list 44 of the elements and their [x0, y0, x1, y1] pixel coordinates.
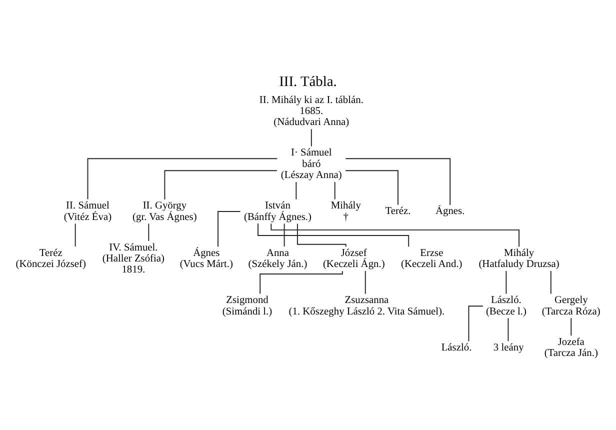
node-text: István (Bánffy Ágnes.) — [244, 200, 312, 222]
node-text: Ágnes (Vucs Márt.) — [180, 247, 233, 270]
node-text: Erzse (Keczeli And.) — [401, 247, 462, 270]
connector — [310, 128, 312, 146]
node-text: Teréz (Könczei József) — [16, 247, 86, 270]
node-text: József (Keczeli Ágn.) — [322, 247, 385, 270]
node-text: 3 leány — [493, 342, 524, 353]
connector — [364, 270, 366, 294]
connector — [296, 181, 297, 200]
node-text: Teréz. — [385, 206, 411, 217]
node-text: I· Sámuel báró (Lészay Anna) — [280, 147, 342, 181]
node-text: II. György (gr. Vas Ágnes) — [132, 200, 197, 222]
connector — [334, 181, 336, 200]
connector — [345, 170, 398, 205]
connector — [164, 170, 278, 200]
node-text: II. Mihály ki az I. táblán. 1685. (Nádudvari Anna) — [259, 94, 364, 128]
node-text: Anna (Székely Ján.) — [248, 247, 308, 270]
connector — [270, 222, 520, 247]
connector — [74, 222, 76, 246]
node-text: Mihály (Hatfaludy Druzsa) — [478, 247, 560, 270]
connector — [148, 222, 150, 241]
node-text: Jozefa (Tarcza Ján.) — [544, 336, 598, 359]
connector — [218, 210, 241, 247]
connector — [284, 222, 285, 246]
diagram-title: III. Tábla. — [279, 73, 337, 90]
connector — [508, 317, 509, 342]
node-text: Mihály † — [330, 200, 361, 222]
connector — [296, 222, 346, 247]
connector — [87, 158, 278, 200]
node-text: IV. Sámuel. (Haller Zsófia) 1819. — [102, 242, 165, 276]
node-text: László. (Becze l.) — [486, 294, 526, 317]
node-text: Zsigmond (Simándi l.) — [222, 294, 272, 317]
connector — [258, 222, 410, 247]
connector — [260, 270, 343, 294]
node-text: Ágnes. — [435, 206, 465, 217]
node-text: II. Sámuel (Vitéz Éva) — [64, 200, 112, 222]
node-text: Zsuzsanna (1. Kőszeghy László 2. Vita Sámuel). — [288, 294, 445, 317]
connector — [550, 270, 552, 294]
connector — [570, 317, 572, 336]
connector — [468, 305, 484, 342]
connector — [506, 270, 507, 294]
node-text: László. — [441, 342, 472, 353]
node-text: Gergely (Tarcza Róza) — [542, 294, 600, 317]
connector — [345, 158, 451, 205]
